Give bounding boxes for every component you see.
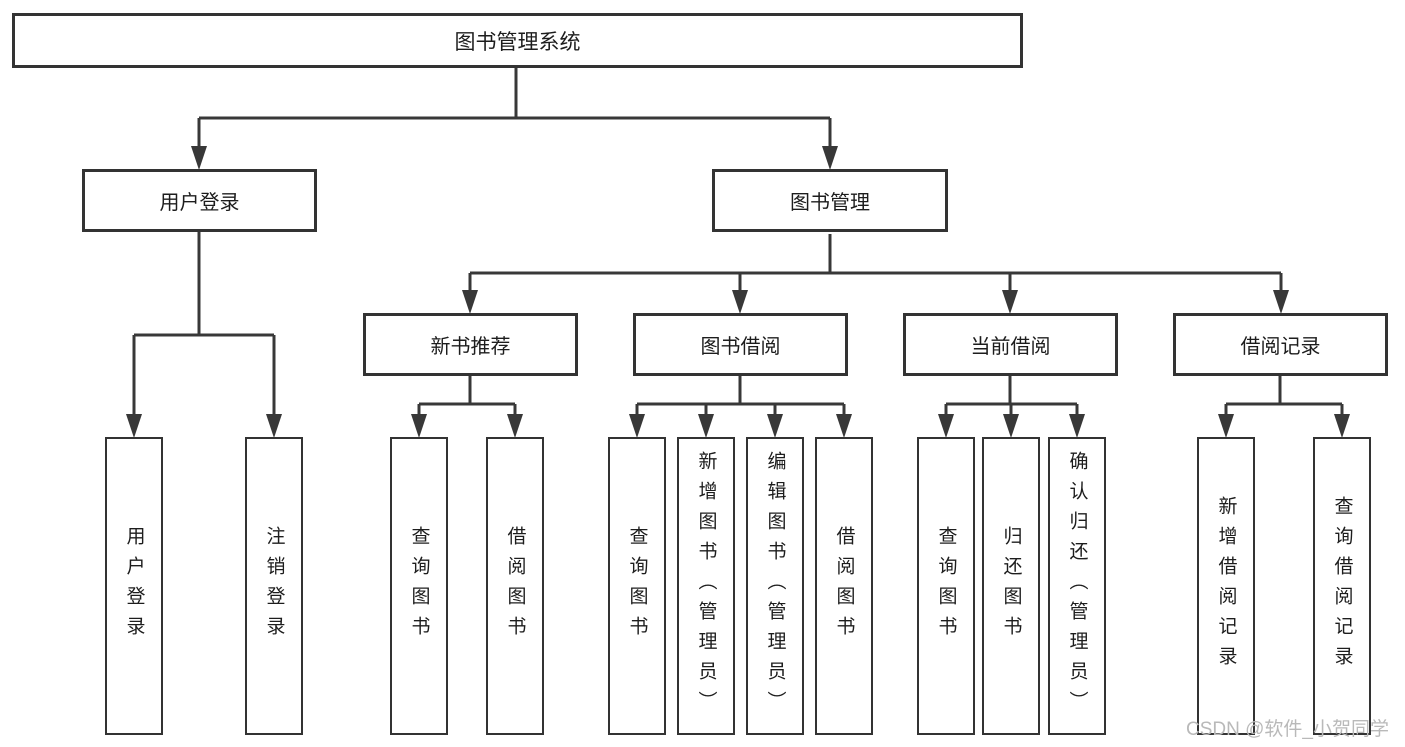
node-current-borrow: 当前借阅 <box>903 313 1118 376</box>
node-leaf-logout: 注销登录 <box>245 437 303 735</box>
node-label: 注销登录 <box>263 526 285 646</box>
node-leaf-query-books-current: 查询图书 <box>917 437 975 735</box>
node-label: 图书借阅 <box>700 336 781 358</box>
node-label: 新书推荐 <box>430 336 511 358</box>
node-user-login: 用户登录 <box>82 169 317 232</box>
node-label: 借阅图书 <box>504 526 526 646</box>
node-label: 归还图书 <box>1000 526 1022 646</box>
node-label: 借阅记录 <box>1240 336 1321 358</box>
node-leaf-borrow-books-recommend: 借阅图书 <box>486 437 544 735</box>
arrowheads <box>126 146 1350 438</box>
node-book-management: 图书管理 <box>712 169 948 232</box>
csdn-watermark: CSDN @软件_小贺同学 <box>1186 719 1389 740</box>
node-label: 用户登录 <box>123 526 145 646</box>
node-label: 新增借阅记录 <box>1215 496 1237 676</box>
node-borrow-records: 借阅记录 <box>1173 313 1388 376</box>
node-label: 查询图书 <box>626 526 648 646</box>
node-new-book-recommend: 新书推荐 <box>363 313 578 376</box>
node-label: 图书管理系统 <box>454 30 581 54</box>
node-leaf-borrow-books: 借阅图书 <box>815 437 873 735</box>
node-library-system: 图书管理系统 <box>12 13 1023 68</box>
node-label: 查询借阅记录 <box>1331 496 1353 676</box>
node-label: 新增图书（管理员） <box>695 451 717 721</box>
node-label: 当前借阅 <box>970 336 1051 358</box>
connector-paths <box>132 67 1344 419</box>
node-label: 查询图书 <box>935 526 957 646</box>
node-leaf-query-borrow-record: 查询借阅记录 <box>1313 437 1371 735</box>
node-leaf-query-books-borrow: 查询图书 <box>608 437 666 735</box>
node-leaf-edit-book-admin: 编辑图书（管理员） <box>746 437 804 735</box>
node-leaf-return-book: 归还图书 <box>982 437 1040 735</box>
node-leaf-user-login: 用户登录 <box>105 437 163 735</box>
node-leaf-add-book-admin: 新增图书（管理员） <box>677 437 735 735</box>
node-label: 查询图书 <box>408 526 430 646</box>
node-leaf-confirm-return-admin: 确认归还（管理员） <box>1048 437 1106 735</box>
node-book-borrow: 图书借阅 <box>633 313 848 376</box>
node-label: 图书管理 <box>790 192 870 214</box>
node-leaf-query-books-recommend: 查询图书 <box>390 437 448 735</box>
node-leaf-add-borrow-record: 新增借阅记录 <box>1197 437 1255 735</box>
node-label: 确认归还（管理员） <box>1066 451 1088 721</box>
node-label: 借阅图书 <box>833 526 855 646</box>
node-label: 编辑图书（管理员） <box>764 451 786 721</box>
node-label: 用户登录 <box>159 192 240 214</box>
